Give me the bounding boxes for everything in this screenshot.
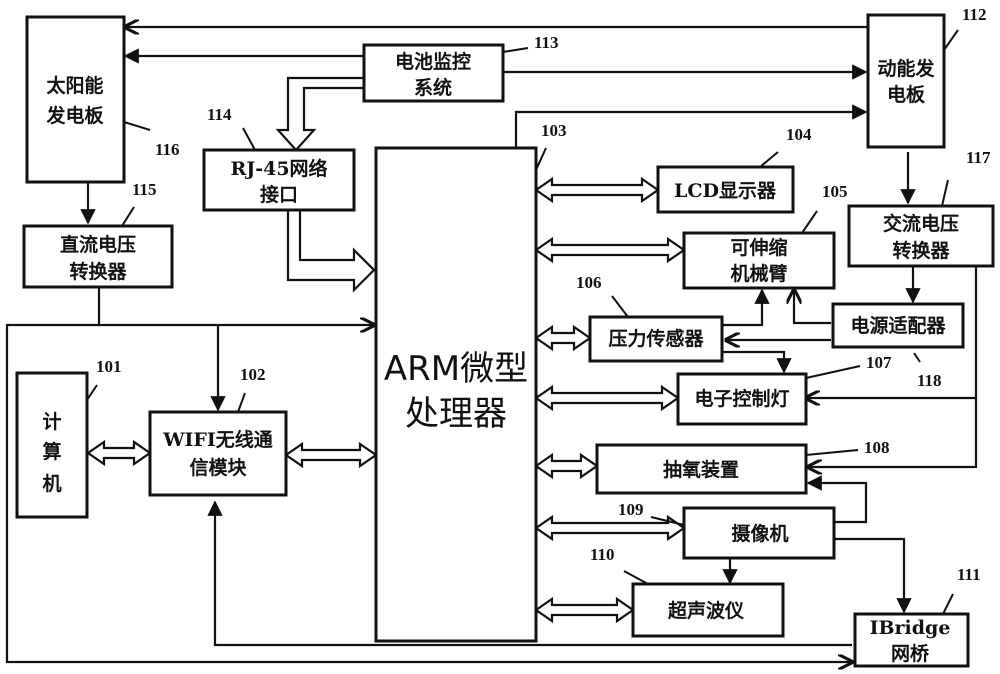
label-ibridge-2: 网桥	[891, 642, 930, 665]
bus-103-107	[534, 384, 680, 412]
label-kinetic-2: 电板	[887, 83, 926, 106]
ref-113: 113	[534, 33, 559, 52]
block-rj45-interface[interactable]: RJ-45网络 接口	[202, 148, 356, 212]
bus-101-102	[86, 439, 152, 467]
label-oxygen: 抽氧装置	[663, 458, 739, 481]
label-ac-2: 转换器	[892, 239, 950, 262]
block-oxygen-device[interactable]: 抽氧装置	[595, 443, 808, 495]
block-solar-panel[interactable]: 太阳能 发电板	[25, 15, 126, 184]
bus-113-114	[275, 76, 366, 152]
label-solar-1: 太阳能	[46, 74, 103, 97]
ref-114: 114	[207, 105, 232, 124]
label-dc-2: 转换器	[69, 260, 127, 283]
bus-103-106	[534, 324, 592, 352]
block-pressure-sensor[interactable]: 压力传感器	[588, 315, 724, 363]
block-ac-converter[interactable]: 交流电压 转换器	[847, 204, 995, 268]
bus-114-103	[286, 208, 376, 293]
ref-116: 116	[155, 140, 180, 159]
block-dc-converter[interactable]: 直流电压 转换器	[22, 224, 174, 289]
label-computer-1: 计	[42, 411, 61, 433]
ref-111: 111	[957, 565, 981, 584]
ref-115: 115	[132, 180, 157, 199]
label-arm-2: 处理器	[405, 394, 507, 434]
label-arm-mech-2: 机械臂	[730, 262, 787, 285]
ref-110: 110	[590, 545, 615, 564]
block-camera[interactable]: 摄像机	[682, 506, 836, 560]
label-ibridge-1: IBridge	[870, 617, 951, 639]
wire-117-108	[808, 398, 978, 467]
label-camera: 摄像机	[731, 522, 788, 545]
wire-109-111	[834, 537, 912, 614]
ref-117: 117	[966, 148, 991, 167]
block-ultrasound[interactable]: 超声波仪	[631, 582, 785, 638]
ref-108: 108	[864, 438, 890, 457]
ref-105: 105	[822, 182, 848, 201]
bus-103-105	[534, 236, 686, 264]
label-arm-1: ARM微型	[384, 349, 528, 389]
block-battery-monitor[interactable]: 电池监控 系统	[362, 43, 505, 103]
ref-106: 106	[576, 273, 602, 292]
label-solar-2: 发电板	[45, 104, 104, 127]
label-lcd: LCD显示器	[674, 180, 777, 202]
label-pressure: 压力传感器	[608, 327, 704, 350]
ref-103: 103	[541, 121, 567, 140]
wire-115-111	[5, 323, 852, 662]
wire-111-102	[207, 500, 852, 647]
block-wifi-module[interactable]: WIFI无线通 信模块	[148, 410, 288, 497]
buses	[275, 76, 376, 293]
block-robotic-arm[interactable]: 可伸缩 机械臂	[682, 231, 836, 290]
block-ibridge[interactable]: IBridge 网桥	[853, 612, 970, 668]
label-wifi-2: 信模块	[189, 456, 247, 479]
ref-101: 101	[96, 357, 122, 376]
block-arm-processor[interactable]: ARM微型 处理器	[374, 146, 538, 643]
wire-118-105	[794, 290, 831, 325]
block-electronic-light[interactable]: 电子控制灯	[676, 372, 808, 426]
reference-labels: 116 113 112 114 103 104 115 117 105 106 …	[86, 5, 991, 615]
wire-106-105	[722, 288, 770, 327]
ref-109: 109	[618, 500, 644, 519]
label-wifi-1: WIFI无线通	[162, 428, 274, 451]
label-rj45-2: 接口	[260, 184, 298, 206]
label-battery-1: 电池监控	[395, 50, 471, 73]
ref-102: 102	[240, 365, 266, 384]
block-computer[interactable]: 计 算 机	[15, 371, 89, 519]
bus-102-103	[284, 441, 378, 469]
label-ac-1: 交流电压	[883, 212, 959, 235]
wires	[5, 27, 978, 662]
bus-103-108	[534, 452, 599, 480]
label-light: 电子控制灯	[694, 387, 789, 410]
ref-104: 104	[786, 125, 812, 144]
label-computer-2: 算	[42, 440, 61, 463]
wire-109-108	[806, 475, 868, 524]
wire-103-112	[514, 104, 868, 148]
label-battery-2: 系统	[414, 76, 452, 99]
label-rj45-1: RJ-45网络	[230, 157, 327, 180]
label-arm-mech-1: 可伸缩	[730, 236, 787, 259]
bus-103-104	[534, 176, 660, 204]
label-adapter: 电源适配器	[850, 314, 946, 337]
ref-118: 118	[917, 371, 942, 390]
label-dc-1: 直流电压	[60, 233, 136, 256]
block-kinetic-panel[interactable]: 动能发 电板	[866, 13, 946, 149]
label-ultrasound: 超声波仪	[667, 599, 745, 622]
blocks: 太阳能 发电板 电池监控 系统 动能发 电板 RJ-45网络 接口 ARM微型 …	[15, 13, 995, 668]
wire-106-107	[722, 350, 792, 374]
ref-112: 112	[962, 5, 987, 24]
block-lcd-display[interactable]: LCD显示器	[656, 165, 795, 214]
bus-103-110	[534, 596, 635, 624]
ref-107: 107	[866, 353, 892, 372]
label-computer-3: 机	[42, 473, 61, 495]
block-power-adapter[interactable]: 电源适配器	[831, 302, 965, 349]
wire-115-103	[97, 287, 374, 325]
label-kinetic-1: 动能发	[877, 57, 935, 80]
